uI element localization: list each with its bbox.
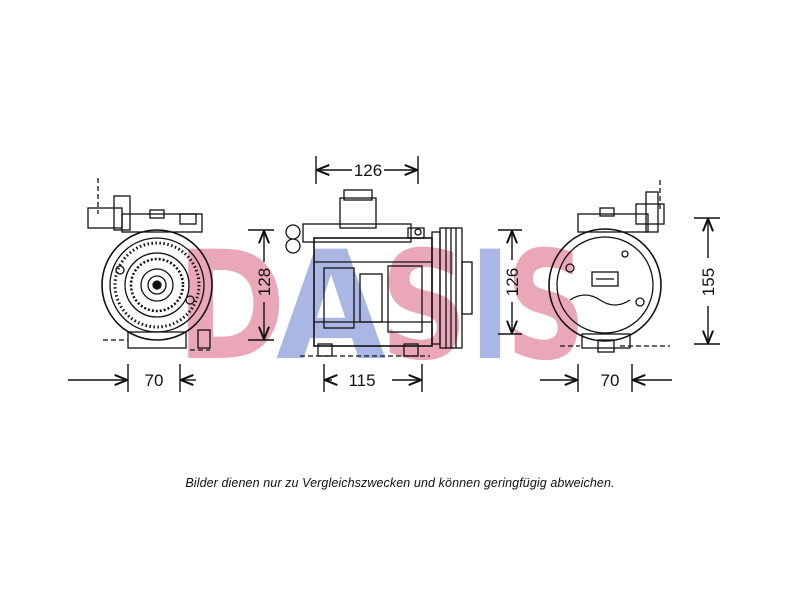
compressor-rear-view [548, 180, 670, 353]
watermark-letter-a: A [276, 220, 386, 394]
watermark: D A S I S [176, 220, 586, 394]
watermark-letter-s2: S [506, 220, 586, 394]
watermark-letter-i: I [470, 220, 510, 394]
dim-top-length: 126 [354, 161, 382, 180]
dim-right-width: 70 [601, 371, 620, 390]
compressor-front-view [87, 178, 213, 351]
dim-overall-height: 155 [699, 268, 718, 296]
dimension-lines [68, 156, 720, 392]
watermark-letter-d: D [176, 220, 286, 394]
dim-pulley-height: 126 [503, 268, 522, 296]
dim-left-width: 70 [145, 371, 164, 390]
compressor-side-view [285, 189, 473, 357]
watermark-letter-s: S [380, 220, 468, 394]
disclaimer-caption: Bilder dienen nur zu Vergleichszwecken u… [185, 476, 615, 490]
dim-side-height: 128 [255, 268, 274, 296]
dim-body-length: 115 [348, 371, 375, 390]
